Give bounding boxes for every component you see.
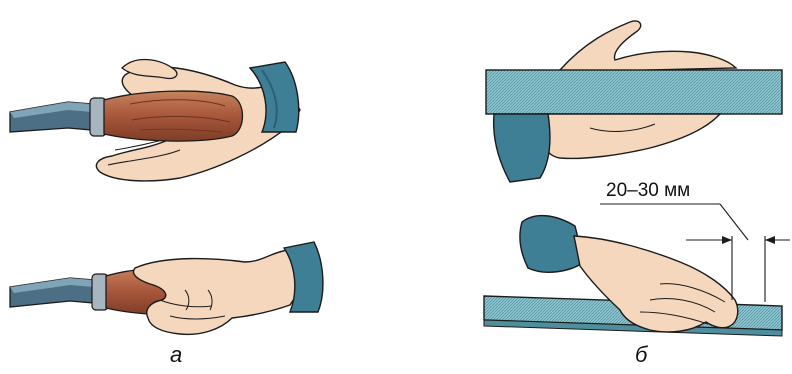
panel-a-bottom: [10, 242, 323, 334]
panel-b-top: [486, 21, 782, 182]
chisel-icon: [10, 91, 243, 141]
caption-a: а: [170, 342, 182, 368]
hand-icon: [560, 21, 736, 72]
file-icon: [486, 70, 782, 114]
sleeve-icon: [520, 216, 584, 273]
dimension-label: 20–30 мм: [606, 180, 690, 202]
sleeve-icon: [494, 114, 550, 182]
hand-icon: [540, 114, 720, 158]
panel-a-top: [10, 60, 300, 181]
caption-b: б: [635, 342, 647, 368]
panel-b-bottom: [484, 216, 782, 336]
